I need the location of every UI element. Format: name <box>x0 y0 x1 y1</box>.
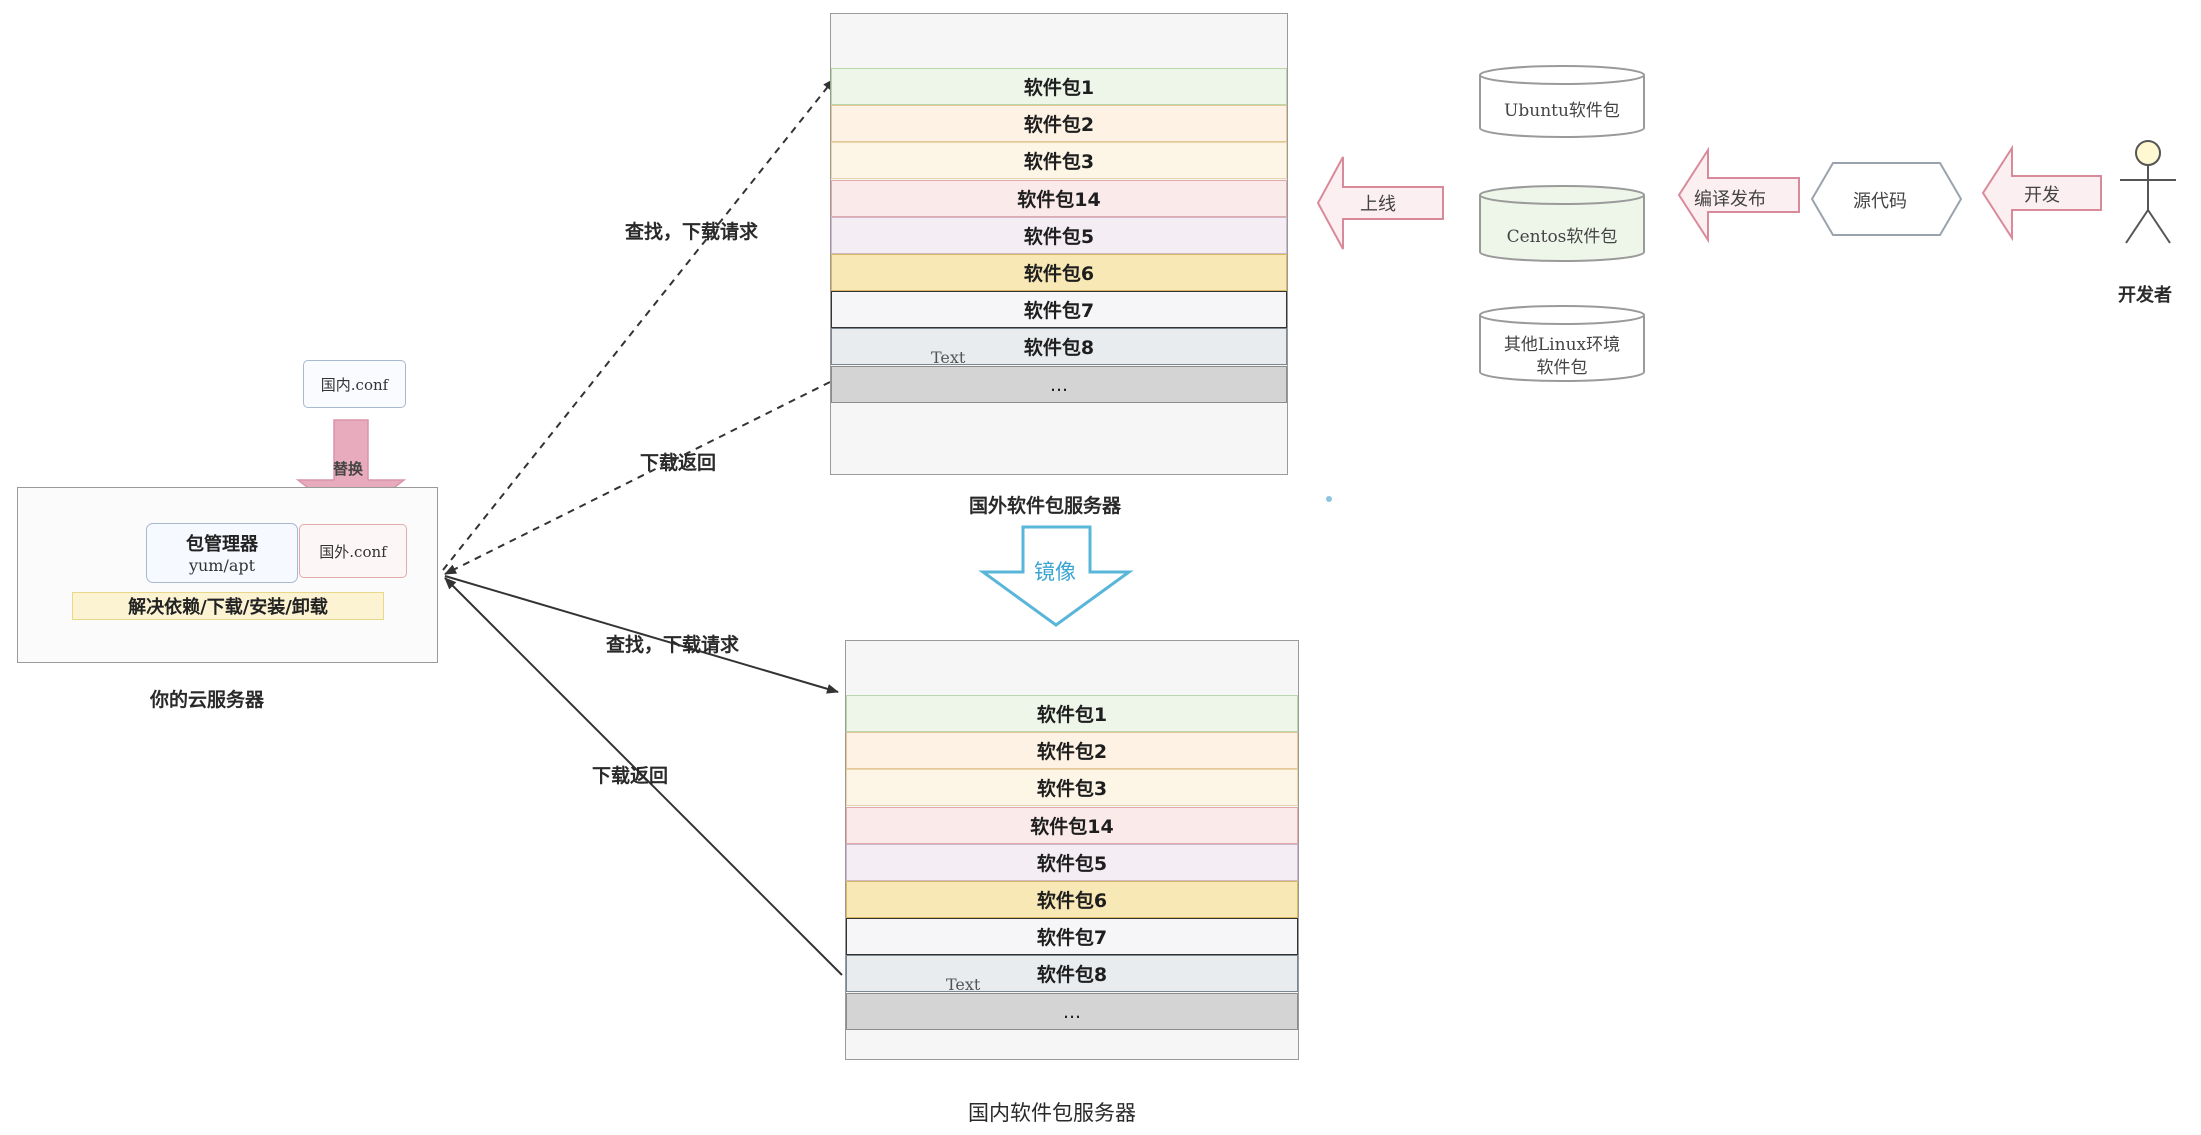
foreign-server: 软件包1 软件包2 软件包3 软件包14 软件包5 软件包6 软件包7 软件包8… <box>830 13 1288 475</box>
foreign-package-more: ... <box>831 366 1287 403</box>
domestic-package-7: 软件包7 <box>846 918 1298 955</box>
package-manager-sub: yum/apt <box>188 556 256 575</box>
develop-arrow <box>1981 144 2102 242</box>
domestic-return-arrow <box>444 577 843 976</box>
foreign-conf-note: 国外.conf <box>299 524 407 578</box>
foreign-package-6: 软件包6 <box>831 254 1287 291</box>
domestic-return-label: 下载返回 <box>592 765 669 787</box>
domestic-server: 软件包1 软件包2 软件包3 软件包14 软件包5 软件包6 软件包7 软件包8… <box>845 640 1299 1060</box>
domestic-request-label: 查找，下载请求 <box>606 634 740 656</box>
foreign-request-arrow <box>442 78 835 571</box>
foreign-request-label: 查找，下载请求 <box>625 221 759 243</box>
domestic-conf-label: 国内.conf <box>320 375 389 394</box>
domestic-package-6: 软件包6 <box>846 881 1298 918</box>
ubuntu-cylinder-text-wrap: Ubuntu软件包 <box>1480 96 1644 126</box>
centos-cylinder-text-wrap: Centos软件包 <box>1480 222 1644 252</box>
develop-label: 开发 <box>2024 185 2060 206</box>
foreign-handwritten-text: Text <box>931 348 966 367</box>
replace-label: 替换 <box>333 460 364 478</box>
ubuntu-cylinder <box>1479 65 1645 138</box>
other-label-line2: 软件包 <box>1536 358 1588 378</box>
domestic-package-1: 软件包1 <box>846 695 1298 732</box>
centos-cylinder <box>1479 185 1645 262</box>
foreign-return-arrow <box>444 381 831 575</box>
centos-label: Centos软件包 <box>1506 227 1618 247</box>
other-label-line1: 其他Linux环境 <box>1503 335 1621 355</box>
domestic-server-title: 国内软件包服务器 <box>968 1101 1136 1125</box>
foreign-package-5: 软件包5 <box>831 217 1287 254</box>
foreign-package-2: 软件包2 <box>831 105 1287 142</box>
compile-label: 编译发布 <box>1694 189 1766 210</box>
other-linux-cylinder <box>1479 305 1645 382</box>
foreign-conf-label: 国外.conf <box>319 542 387 561</box>
foreign-package-14: 软件包14 <box>831 180 1287 217</box>
functions-banner: 解决依赖/下载/安装/卸载 <box>72 592 384 620</box>
foreign-package-8: 软件包8 <box>831 328 1287 365</box>
developer-icon <box>2120 140 2176 244</box>
foreign-package-3: 软件包3 <box>831 142 1287 179</box>
domestic-handwritten-text: Text <box>946 975 981 994</box>
package-manager-box: 包管理器 yum/apt <box>146 523 298 583</box>
package-manager-title: 包管理器 <box>186 534 258 555</box>
domestic-request-arrow <box>444 575 839 694</box>
foreign-server-title: 国外软件包服务器 <box>969 495 1122 517</box>
domestic-package-8: 软件包8 <box>846 955 1298 992</box>
ubuntu-label: Ubuntu软件包 <box>1504 101 1620 121</box>
source-label: 源代码 <box>1853 191 1907 212</box>
domestic-package-more: ... <box>846 993 1298 1030</box>
domestic-package-3: 软件包3 <box>846 769 1298 806</box>
online-arrow <box>1316 156 1444 250</box>
online-label: 上线 <box>1360 194 1396 215</box>
foreign-package-1: 软件包1 <box>831 68 1287 105</box>
functions-label: 解决依赖/下载/安装/卸载 <box>128 597 328 618</box>
other-cylinder-text-wrap: 其他Linux环境 软件包 <box>1480 330 1644 378</box>
foreign-return-label: 下载返回 <box>640 452 717 474</box>
developer-label: 开发者 <box>2118 285 2172 306</box>
domestic-package-2: 软件包2 <box>846 732 1298 769</box>
domestic-conf-note: 国内.conf <box>303 360 406 408</box>
mirror-label: 镜像 <box>1034 560 1076 584</box>
source-hexagon <box>1810 162 1963 236</box>
compile-arrow <box>1677 146 1800 244</box>
domestic-package-14: 软件包14 <box>846 807 1298 844</box>
cloud-server-title: 你的云服务器 <box>150 689 265 711</box>
stray-dot <box>1326 496 1332 502</box>
mirror-arrow <box>978 525 1134 627</box>
foreign-package-7: 软件包7 <box>831 291 1287 328</box>
domestic-package-5: 软件包5 <box>846 844 1298 881</box>
